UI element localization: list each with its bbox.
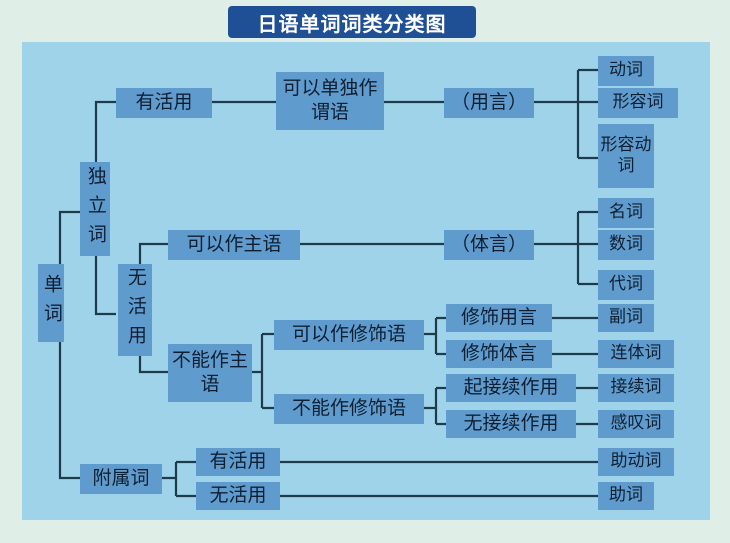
node-dependent: 附属词 [80,464,162,494]
node-can-modifier: 可以作修饰语 [274,320,424,350]
node-interjection: 感叹词 [598,410,674,438]
node-conjunction: 接续词 [598,374,674,402]
node-taigen: （体言） [444,230,534,260]
node-dep-inflect: 有活用 [196,448,280,476]
node-aux-verb: 助动词 [598,448,674,476]
node-particle: 助词 [598,482,654,510]
node-dep-non-inflect: 无活用 [196,482,280,510]
node-predicate: 可以单独作谓语 [276,72,384,130]
node-cannot-modifier: 不能作修饰语 [274,394,424,424]
node-yougen: （用言） [444,88,534,118]
node-noun: 名词 [598,198,654,228]
node-independent: 独立词 [80,162,110,256]
node-adverb: 副词 [598,304,654,332]
node-inflect: 有活用 [116,88,212,118]
node-non-inflect: 无活用 [118,264,152,356]
connector-can-modifier [424,316,446,356]
node-adj: 形容词 [598,88,678,118]
diagram-title: 日语单词词类分类图 [228,6,476,38]
node-can-subject: 可以作主语 [168,230,300,260]
connector-non-inflect [138,242,168,374]
node-root: 单词 [38,264,64,342]
node-adjverb: 形容动词 [598,124,654,188]
node-mod-yougen: 修饰用言 [446,304,552,332]
connector-cannot-modifier [424,386,446,426]
connector-cannot-subject [252,332,274,410]
connector-dependent [162,460,196,498]
node-adnominal: 连体词 [598,340,674,368]
node-verb: 动词 [598,56,654,86]
node-numeral: 数词 [598,230,654,260]
node-no-conj-func: 无接续作用 [446,410,576,438]
node-mod-taigen: 修饰体言 [446,340,552,368]
node-pronoun: 代词 [598,270,654,300]
connector-root [58,210,80,480]
connector-taigen [534,210,598,286]
connector-yougen [534,68,598,160]
node-conj-func: 起接续作用 [446,374,576,402]
connector-independent [94,100,116,316]
node-cannot-subject: 不能作主语 [168,344,252,402]
